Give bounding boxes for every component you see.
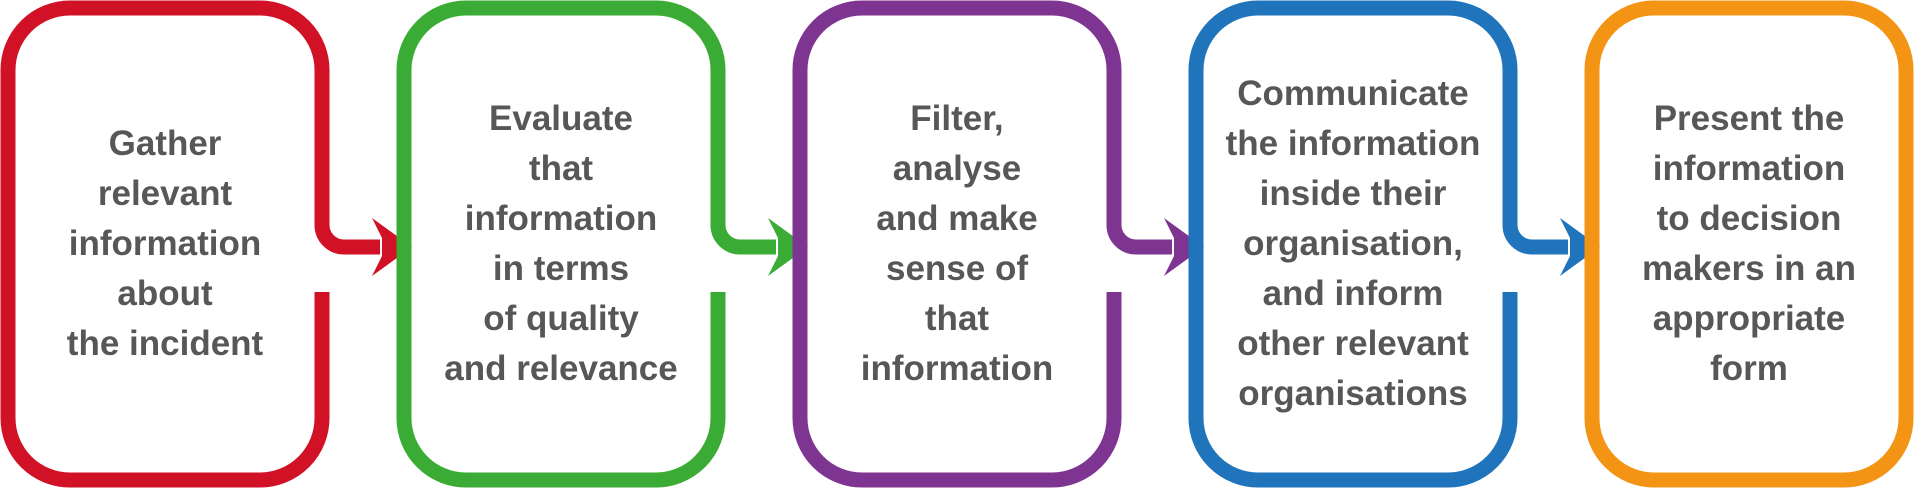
step-2-arrow-icon: [768, 218, 808, 276]
step-1-box: [0, 0, 330, 488]
step-4-arrow-icon: [1560, 218, 1600, 276]
step-4-box: [1188, 0, 1518, 488]
step-5-text: Present the information to decision make…: [1642, 99, 1856, 388]
step-2-connector: [710, 212, 776, 255]
step-3-text: Filter, analyse and make sense of that i…: [860, 99, 1054, 388]
step-5-box: [1584, 0, 1914, 488]
step-1-connector: [314, 212, 380, 255]
step-1-text: Gather relevant information about the in…: [66, 124, 264, 363]
step-2-text: Evaluate that information in terms of qu…: [444, 99, 678, 388]
step-3-arrow-icon: [1164, 218, 1204, 276]
step-1-arrow-icon: [372, 218, 412, 276]
step-4-connector: [1502, 212, 1568, 255]
step-3-box: [792, 0, 1122, 488]
step-2-box: [396, 0, 726, 488]
step-4-text: Communicate the information inside their…: [1225, 74, 1481, 413]
step-3-connector: [1106, 212, 1172, 255]
